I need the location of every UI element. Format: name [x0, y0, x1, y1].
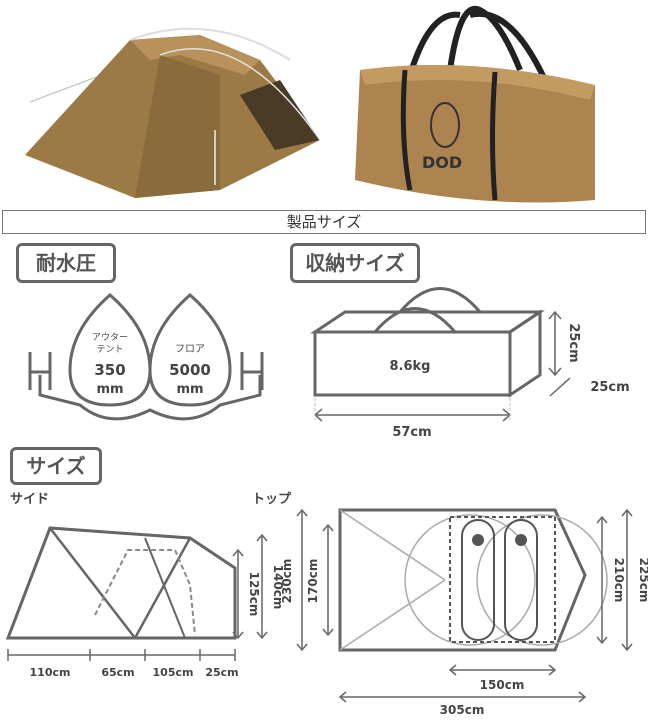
side-inner-height: 125cm [247, 572, 261, 617]
product-size-bar: 製品サイズ [2, 210, 646, 234]
storage-size-diagram: 8.6kg 57cm 25cm 25cm [310, 287, 630, 440]
top-inner-depth: 210cm [612, 558, 626, 603]
storage-height: 25cm [566, 323, 581, 362]
outer-tent-value: 350 [94, 361, 125, 379]
storage-size-label: 収納サイズ [305, 251, 405, 275]
storage-depth: 25cm [590, 380, 629, 395]
top-total-length: 305cm [440, 703, 485, 717]
storage-length: 57cm [392, 425, 431, 440]
floor-value: 5000 [169, 361, 211, 379]
top-width-outer: 230cm [280, 559, 294, 604]
side-seg-3: 105cm [153, 666, 194, 679]
storage-weight: 8.6kg [390, 359, 431, 374]
outer-tent-label-2: テント [96, 344, 123, 355]
side-view-diagram: 110cm 65cm 105cm 25cm 125cm 140cm [5, 526, 285, 679]
storage-size-header: 収納サイズ [290, 243, 420, 283]
side-seg-4: 25cm [205, 666, 238, 679]
side-outer-height: 140cm [271, 565, 285, 610]
outer-tent-unit: mm [96, 382, 123, 397]
product-size-title: 製品サイズ [286, 213, 362, 231]
top-width-inner: 170cm [306, 559, 320, 604]
top-view-label: トップ [252, 492, 292, 507]
tent-photo [25, 27, 321, 198]
carry-bag-photo: DOD [355, 5, 595, 203]
floor-label: フロア [175, 344, 205, 355]
svg-text:DOD: DOD [422, 153, 462, 172]
top-view-diagram: 230cm 170cm 210cm 225cm 150cm 305cm [280, 508, 648, 717]
floor-unit: mm [176, 382, 203, 397]
top-outer-depth: 225cm [637, 558, 648, 603]
side-seg-2: 65cm [101, 666, 134, 679]
size-header: サイズ [10, 447, 102, 485]
water-resistance-header: 耐水圧 [16, 243, 116, 283]
size-label: サイズ [26, 454, 86, 478]
top-inner-length: 150cm [480, 678, 525, 692]
water-resistance-label: 耐水圧 [36, 251, 96, 275]
water-resistance-diagram: アウター テント 350 mm フロア 5000 mm [28, 293, 264, 421]
side-seg-1: 110cm [30, 666, 71, 679]
outer-tent-label-1: アウター [92, 332, 128, 343]
side-view-label: サイド [10, 492, 50, 507]
